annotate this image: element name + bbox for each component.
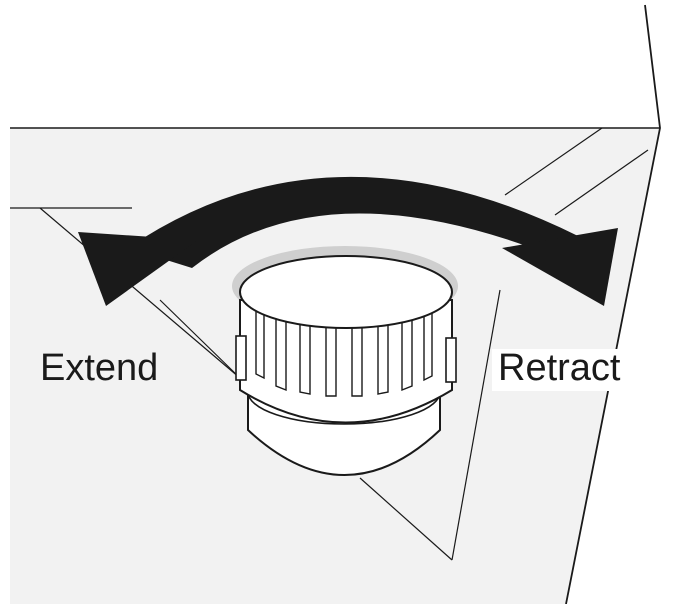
- recess-diagonal-left: [39, 207, 241, 379]
- recess-diagonal-right-inner: [554, 149, 649, 216]
- side-wall: [566, 5, 693, 604]
- recess-diagonal-left-lower: [159, 299, 241, 379]
- recess-vertical-right: [451, 289, 501, 561]
- rotation-arrow-icon: [78, 176, 618, 306]
- leveling-foot-icon: [232, 246, 458, 476]
- recess-diagonal-right: [504, 127, 603, 196]
- extend-label: Extend: [40, 347, 159, 389]
- foot-knob-top: [239, 255, 453, 329]
- arrow-body: [128, 176, 578, 268]
- recess-bottom-diagonal: [359, 477, 453, 561]
- retract-label: Retract: [492, 349, 627, 391]
- foot-knob-tab-right: [445, 337, 457, 383]
- panel-right-edge: [565, 4, 661, 604]
- arrow-head-left: [78, 232, 198, 306]
- foot-knob-tab-left: [235, 335, 247, 381]
- arrow-head-right: [502, 228, 618, 306]
- foot-knob-body: [239, 299, 453, 424]
